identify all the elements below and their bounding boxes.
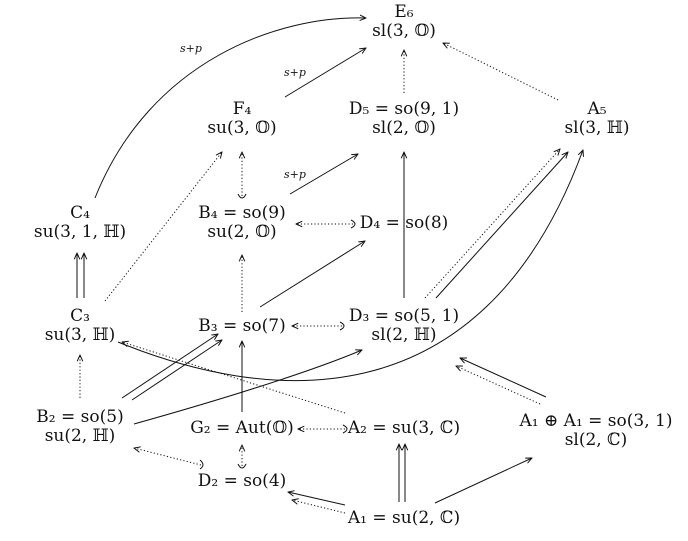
node-c3-algebra: su(3, ℍ): [44, 325, 116, 345]
node-a1-name: A₁ = su(2, ℂ): [347, 508, 461, 528]
node-d3: D₃ = so(5, 1) sl(2, ℍ): [349, 307, 459, 345]
node-d5-name: D₅ = so(9, 1): [348, 99, 460, 119]
edge-c4-e6: [94, 18, 366, 199]
node-f4-algebra: su(3, 𝕆): [207, 118, 277, 138]
node-f4: F₄ su(3, 𝕆): [207, 100, 276, 138]
node-g2: G₂ = Aut(𝕆): [190, 419, 294, 438]
edge-label-c4-e6: s+p: [180, 42, 202, 55]
edge-label-b4-d5: s+p: [284, 168, 306, 181]
node-a2: A₂ = su(3, ℂ): [348, 419, 460, 438]
node-d3-name: D₃ = so(5, 1): [348, 306, 460, 326]
node-b3: B₃ = so(7): [198, 317, 285, 336]
node-d3-algebra: sl(2, ℍ): [371, 325, 437, 345]
node-c4: C₄ su(3, 1, ℍ): [34, 204, 126, 242]
edge-a1-d2-b: [292, 500, 346, 514]
node-d2: D₂ = so(4): [198, 472, 287, 491]
edge-a1-a1a1: [434, 458, 532, 504]
node-a2-name: A₂ = su(3, ℂ): [347, 418, 461, 438]
node-a1: A₁ = su(2, ℂ): [348, 509, 460, 528]
edge-b4-d5: [289, 154, 358, 195]
node-a5-algebra: sl(3, ℍ): [564, 118, 630, 138]
node-b4: B₄ = so(9) su(2, 𝕆): [198, 204, 285, 242]
node-a5-name: A₅: [587, 99, 607, 119]
node-e6-name: E₆: [394, 2, 414, 22]
node-a5: A₅ sl(3, ℍ): [564, 100, 629, 138]
node-a1a1-name: A₁ ⊕ A₁ = so(3, 1): [519, 411, 673, 431]
node-b4-algebra: su(2, 𝕆): [207, 222, 277, 242]
node-a1a1: A₁ ⊕ A₁ = so(3, 1) sl(2, ℂ): [520, 412, 673, 450]
node-c4-algebra: su(3, 1, ℍ): [33, 222, 127, 242]
edge-c3-f4: [104, 152, 222, 302]
edge-a1a1-d3-b: [456, 366, 541, 405]
hook-d2-b2: [199, 459, 204, 470]
edge-b3-d4: [259, 241, 365, 308]
hook-d3-b3: [339, 321, 345, 331]
edge-a2-c3: [122, 342, 346, 414]
hook-a2-g2: [342, 424, 348, 434]
edge-a5-e6: [443, 43, 559, 101]
edge-a1a1-d3-a: [460, 358, 547, 398]
node-d4-name: D₄ = so(8): [359, 213, 449, 233]
hook-d2-g2: [237, 463, 247, 469]
node-c4-name: C₄: [70, 203, 90, 223]
node-c3: C₃ su(3, ℍ): [45, 307, 116, 345]
edge-b2-b3-b: [131, 340, 222, 401]
edge-d2-b2: [134, 448, 202, 466]
hook-b4-f4: [237, 193, 247, 199]
edge-d3-a5-dotted: [424, 149, 560, 299]
node-b2-name: B₂ = so(5): [36, 407, 124, 427]
node-b2: B₂ = so(5) su(2, ℍ): [36, 408, 123, 446]
node-d5: D₅ = so(9, 1) sl(2, 𝕆): [349, 100, 459, 138]
edge-b2-d3: [133, 350, 362, 425]
node-e6: E₆ sl(3, 𝕆): [372, 3, 436, 41]
edge-a1-d2-a: [288, 492, 346, 506]
hook-d4-b4: [350, 219, 356, 229]
node-d5-algebra: sl(2, 𝕆): [372, 118, 436, 138]
node-g2-name: G₂ = Aut(𝕆): [190, 418, 294, 438]
node-b3-name: B₃ = so(7): [198, 316, 286, 336]
node-c3-name: C₃: [70, 306, 90, 326]
edge-d3-a5: [435, 152, 568, 299]
node-b2-algebra: su(2, ℍ): [44, 426, 116, 446]
node-a1a1-algebra: sl(2, ℂ): [564, 430, 628, 450]
node-e6-algebra: sl(3, 𝕆): [372, 21, 436, 41]
edge-f4-e6: [284, 48, 366, 98]
node-d2-name: D₂ = so(4): [197, 471, 287, 491]
edge-c3-a5: [117, 150, 583, 381]
node-f4-name: F₄: [232, 99, 252, 119]
edge-b2-b3-a: [121, 334, 218, 399]
node-d4: D₄ = so(8): [360, 214, 449, 233]
edge-label-f4-e6: s+p: [284, 66, 306, 79]
node-b4-name: B₄ = so(9): [198, 203, 286, 223]
